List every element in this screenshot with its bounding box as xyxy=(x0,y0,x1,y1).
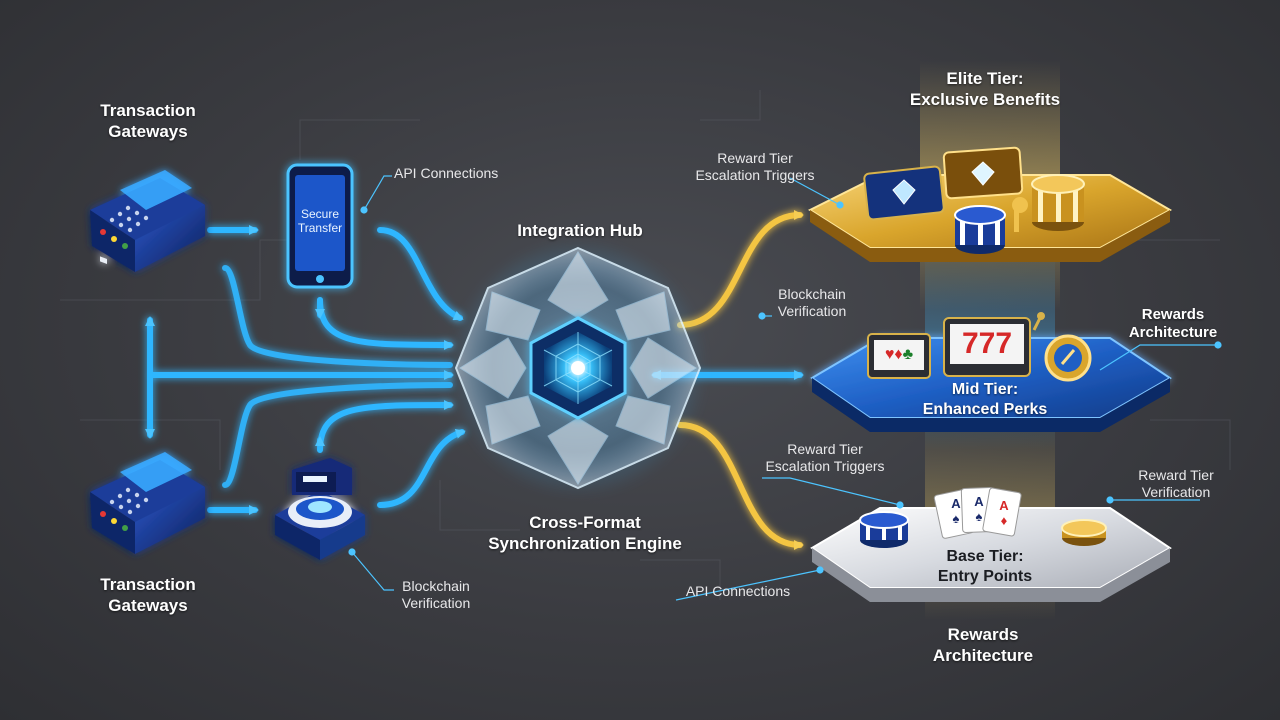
blue-chip-stack xyxy=(954,205,1006,254)
secure-transfer-label: Secure Transfer xyxy=(297,207,343,235)
reward-tier-escalation-top-label: Reward Tier Escalation Triggers xyxy=(695,150,815,183)
transaction-gateways-top-label: Transaction Gateways xyxy=(100,101,196,141)
chip-reader-icon xyxy=(275,458,365,560)
slot-machine-large xyxy=(943,312,1045,377)
reward-tier-verification-label: Reward Tier Verification xyxy=(1138,467,1214,500)
callout-leaders xyxy=(348,175,1222,601)
gold-key-icon xyxy=(1012,197,1028,232)
gold-coin-icon xyxy=(1044,334,1092,382)
base-tier-label: Base Tier: Entry Points xyxy=(937,548,1033,585)
gold-chip-single xyxy=(1061,519,1107,546)
base-tier-platform xyxy=(810,487,1172,602)
diamond-card-blue xyxy=(863,165,945,221)
mid-tier-platform xyxy=(810,312,1172,432)
blockchain-verification-right-label: Blockchain Verification xyxy=(777,286,847,319)
gold-chip-stack xyxy=(1031,174,1085,231)
integration-hub xyxy=(454,246,702,490)
gold-flow-lines xyxy=(677,210,804,550)
card-face-2: A ♠ xyxy=(974,494,984,524)
rewards-architecture-bottom-label: Rewards Architecture xyxy=(932,625,1034,665)
api-connections-top-label: API Connections xyxy=(394,165,499,181)
large-slot-reels: 777 xyxy=(961,327,1013,360)
playing-cards-icon xyxy=(933,487,1022,539)
navy-chip-stack xyxy=(859,511,909,548)
small-slot-reels: ♥♦♣ xyxy=(884,346,914,363)
api-connections-bottom-label: API Connections xyxy=(685,583,791,599)
card-face-3: A ♦ xyxy=(999,498,1009,528)
mid-tier-label: Mid Tier: Enhanced Perks xyxy=(922,381,1048,418)
rewards-architecture-right-label: Rewards Architecture xyxy=(1128,306,1218,341)
blue-flow-lines xyxy=(145,225,804,515)
elite-tier-platform xyxy=(807,104,1173,262)
integration-hub-label: Integration Hub xyxy=(517,221,643,240)
sync-engine-label: Cross-Format Synchronization Engine xyxy=(488,513,682,553)
blockchain-verification-left-label: Blockchain Verification xyxy=(401,578,471,611)
card-face-1: A ♠ xyxy=(951,496,961,526)
payment-terminal-top xyxy=(90,170,205,272)
smartphone-icon xyxy=(286,163,354,289)
slot-machine-small xyxy=(867,333,931,379)
diamond-card-gold xyxy=(942,146,1024,200)
elite-tier-label: Elite Tier: Exclusive Benefits xyxy=(909,69,1061,109)
transaction-gateways-bottom-label: Transaction Gateways xyxy=(100,575,196,615)
payment-terminal-bottom xyxy=(90,452,205,554)
reward-tier-escalation-bottom-label: Reward Tier Escalation Triggers xyxy=(765,441,885,474)
